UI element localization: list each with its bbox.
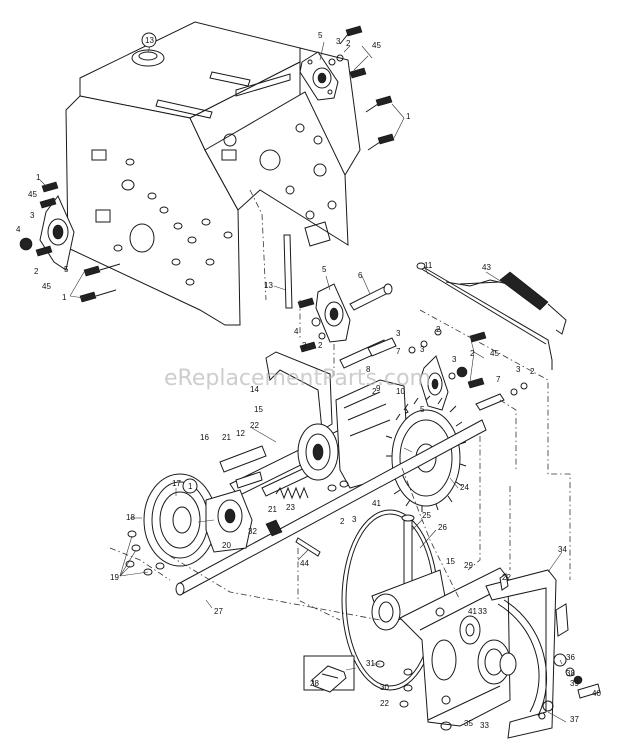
callout-1: 1: [406, 112, 411, 121]
callout-9: 9: [376, 384, 381, 393]
callout-2: 2: [436, 325, 441, 334]
callout-45: 45: [42, 282, 51, 291]
callout-3: 3: [352, 515, 357, 524]
bearing-flange-right: [408, 328, 528, 411]
callout-33: 33: [478, 607, 487, 616]
assembly-dash-lines: [109, 189, 571, 621]
callout-1: 1: [188, 482, 193, 491]
callout-38: 38: [566, 669, 575, 678]
callout-13: 13: [264, 281, 273, 290]
callout-45: 45: [490, 349, 499, 358]
callout-3: 3: [516, 365, 521, 374]
callout-36: 36: [566, 653, 575, 662]
watermark-text: eReplacementParts.com: [164, 366, 431, 391]
callout-3: 3: [302, 341, 307, 350]
callout-6: 6: [358, 271, 363, 280]
callout-3: 3: [420, 345, 425, 354]
bearing-flange-left: [19, 181, 121, 303]
callout-7: 7: [496, 375, 501, 384]
callout-16: 16: [200, 433, 209, 442]
callout-2: 2: [318, 341, 323, 350]
callout-5: 5: [318, 31, 323, 40]
callout-32: 32: [248, 527, 257, 536]
callout-7: 7: [396, 347, 401, 356]
callout-4: 4: [16, 225, 21, 234]
callout-2: 2: [34, 267, 39, 276]
callout-45: 45: [28, 190, 37, 199]
callout-1: 1: [62, 293, 67, 302]
callout-35: 35: [464, 719, 473, 728]
callout-18: 18: [126, 513, 135, 522]
callout-31: 31: [366, 659, 375, 668]
callout-21: 21: [222, 433, 231, 442]
callout-44: 44: [300, 559, 309, 568]
bearing-flange-upper-right: [299, 51, 339, 101]
callout-2: 2: [372, 387, 377, 396]
callout-15: 15: [446, 557, 455, 566]
callout-37: 37: [570, 715, 579, 724]
callout-8: 8: [366, 365, 371, 374]
callout-29: 29: [464, 561, 473, 570]
callout-17: 17: [172, 479, 181, 488]
callout-45: 45: [372, 41, 381, 50]
callout-2: 2: [530, 367, 535, 376]
callout-43: 43: [482, 263, 491, 272]
callout-11: 11: [424, 261, 433, 270]
callout-30: 30: [380, 683, 389, 692]
callout-22: 22: [380, 699, 389, 708]
callout-40: 40: [592, 689, 601, 698]
auger-housing-frame: [65, 21, 361, 326]
callout-19: 19: [110, 573, 119, 582]
callout-25: 25: [422, 511, 431, 520]
callout-20: 20: [222, 541, 231, 550]
leader-lines: [39, 41, 567, 723]
callout-5: 5: [420, 405, 425, 414]
bearing-flange-mid: [297, 283, 393, 353]
callout-3: 3: [30, 211, 35, 220]
callout-41: 41: [372, 499, 381, 508]
inset-part-28: [303, 655, 355, 693]
callout-2: 2: [346, 39, 351, 48]
callout-5: 5: [322, 265, 327, 274]
rod-13: [283, 234, 293, 309]
callout-12: 12: [236, 429, 245, 438]
callout-13: 13: [145, 36, 154, 45]
callout-3: 3: [336, 37, 341, 46]
lower-drive-assembly: [341, 509, 601, 739]
callout-2: 2: [340, 517, 345, 526]
drive-assembly: [125, 337, 487, 596]
shift-rod-and-spring: [416, 262, 567, 370]
callout-41: 41: [468, 607, 477, 616]
callout-3: 3: [396, 329, 401, 338]
bolts-upper-right: [328, 25, 395, 151]
callout-27: 27: [214, 607, 223, 616]
callout-circle-1: [182, 478, 198, 494]
callout-2: 2: [470, 349, 475, 358]
callout-28: 28: [310, 679, 319, 688]
callout-23: 23: [286, 503, 295, 512]
callout-3: 3: [452, 355, 457, 364]
callout-15: 15: [254, 405, 263, 414]
callout-24: 24: [460, 483, 469, 492]
callout-circle-13: [141, 32, 157, 48]
callout-34: 34: [558, 545, 567, 554]
callout-33: 33: [480, 721, 489, 730]
callout-4: 4: [294, 327, 299, 336]
callout-21: 21: [268, 505, 277, 514]
callout-10: 10: [396, 387, 405, 396]
callout-14: 14: [250, 385, 259, 394]
callout-39: 39: [570, 679, 579, 688]
callout-22: 22: [502, 573, 511, 582]
callout-22: 22: [250, 421, 259, 430]
callout-1: 1: [36, 173, 41, 182]
callout-26: 26: [438, 523, 447, 532]
callout-5: 5: [64, 265, 69, 274]
